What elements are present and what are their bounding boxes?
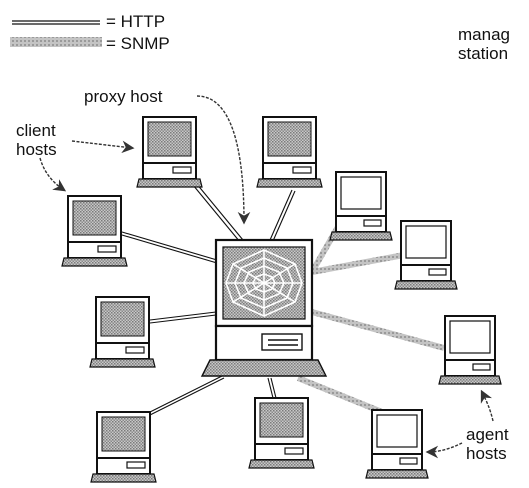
client-hosts-label-line1: client	[16, 121, 56, 140]
proxy-host	[200, 238, 328, 377]
client-host-1	[136, 116, 203, 188]
client-host-5	[90, 411, 157, 483]
management-station-label-line1: manag	[458, 25, 510, 44]
client-hosts-label-line2: hosts	[16, 140, 57, 159]
annotation-arrows	[39, 95, 494, 459]
agent-host-1	[329, 171, 393, 241]
http-line-top-client	[269, 189, 296, 242]
arrow-proxy-host	[196, 95, 251, 225]
http-line-mid-left-client	[149, 311, 217, 324]
http-line-bottom-client	[267, 377, 277, 399]
legend-http-label: = HTTP	[106, 12, 165, 31]
client-host-4	[89, 296, 156, 368]
arrow-agent-top	[480, 389, 494, 422]
http-line-left-client	[121, 231, 218, 264]
agent-host-4	[365, 409, 429, 479]
arrow-client-left	[39, 157, 67, 192]
client-host-2	[256, 116, 323, 188]
agent-host-3	[438, 315, 502, 385]
arrow-client-top	[71, 140, 135, 154]
legend-snmp-swatch	[10, 37, 102, 47]
agent-hosts-label-line2: hosts	[466, 444, 507, 463]
agent-hosts-label-line1: agent	[466, 425, 509, 444]
web-icon	[225, 249, 303, 317]
agent-host-2	[394, 220, 458, 290]
client-host-6	[248, 397, 315, 469]
legend: = HTTP = SNMP	[10, 12, 170, 53]
management-station-label-line2: station	[458, 44, 508, 63]
legend-http-swatch	[12, 20, 100, 25]
http-line-top-left-client	[192, 182, 244, 243]
snmp-line-agent-4	[296, 375, 384, 415]
snmp-line-agent-3	[311, 309, 445, 351]
client-host-3	[61, 195, 128, 267]
snmp-line-agent-2	[311, 252, 405, 275]
http-line-bottom-left-client	[145, 375, 225, 417]
http-connections	[121, 182, 296, 417]
legend-snmp-label: = SNMP	[106, 34, 170, 53]
arrow-agent-left	[425, 442, 463, 459]
proxy-host-label: proxy host	[84, 87, 163, 106]
